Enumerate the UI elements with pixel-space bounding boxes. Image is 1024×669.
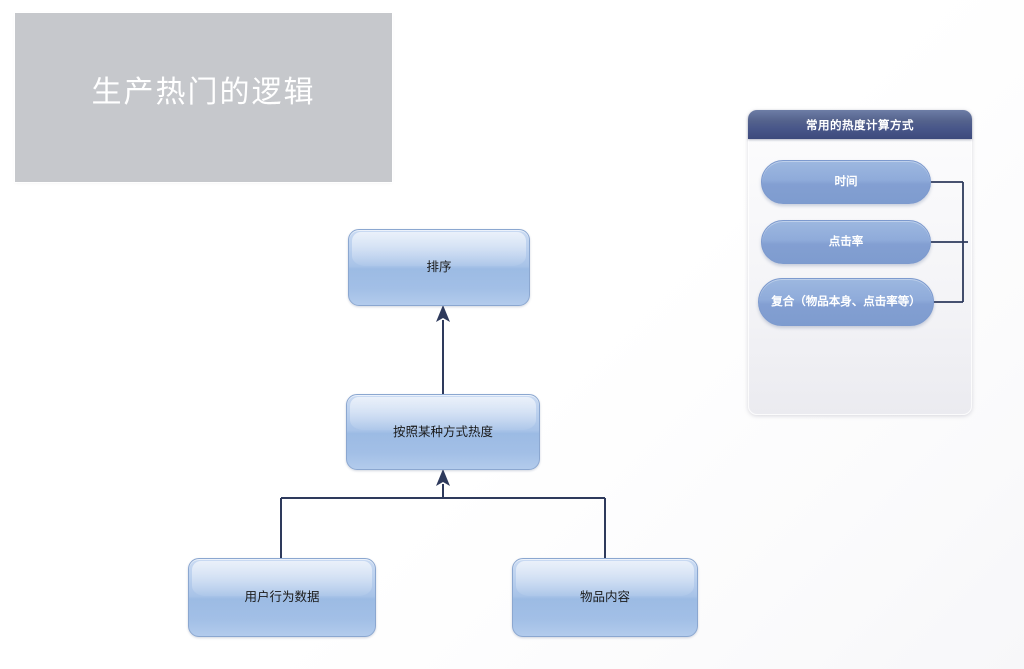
flow-node-heat[interactable]: 按照某种方式热度 (346, 394, 540, 470)
flow-node-sort[interactable]: 排序 (348, 229, 530, 306)
heat-methods-panel: 常用的热度计算方式 时间 点击率 复合（物品本身、点击率等） (748, 110, 972, 415)
flow-node-heat-label: 按照某种方式热度 (392, 423, 493, 439)
heat-method-item-ctr[interactable]: 点击率 (761, 220, 931, 264)
heat-methods-panel-header: 常用的热度计算方式 (748, 110, 972, 139)
arrowhead-to-heat (436, 469, 450, 486)
page-title: 生产热门的逻辑 (91, 75, 316, 110)
flow-node-sort-label: 排序 (426, 259, 452, 275)
flow-node-user-behavior-data[interactable]: 用户行为数据 (188, 558, 376, 637)
arrowhead-to-sort (436, 305, 450, 322)
title-banner: 生产热门的逻辑 (15, 13, 392, 182)
heat-methods-panel-title: 常用的热度计算方式 (806, 117, 914, 132)
flow-node-behavior-label: 用户行为数据 (244, 589, 320, 605)
heat-method-item-ctr-label: 点击率 (828, 234, 864, 249)
heat-method-item-time-label: 时间 (834, 174, 858, 189)
heat-method-item-composite-label: 复合（物品本身、点击率等） (771, 294, 921, 309)
flow-node-item-label: 物品内容 (579, 589, 630, 605)
heat-method-item-composite[interactable]: 复合（物品本身、点击率等） (758, 278, 934, 326)
heat-method-item-time[interactable]: 时间 (761, 160, 931, 204)
flow-node-item-content[interactable]: 物品内容 (512, 558, 698, 637)
